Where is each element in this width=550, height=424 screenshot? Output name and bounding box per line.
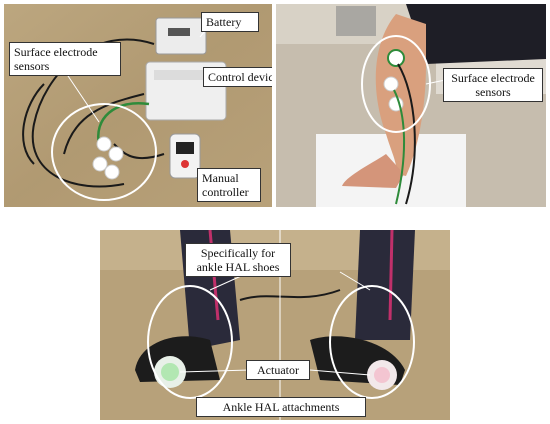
label-surface-electrode-sensors: Surface electrode sensors — [9, 42, 121, 76]
photo-components: Battery Surface electrode sensors Contro… — [4, 4, 272, 207]
leg-scene — [276, 4, 546, 207]
photo-leg-electrodes: Surface electrode sensors — [276, 4, 546, 207]
label-ankle-hal-attachments: Ankle HAL attachments — [196, 397, 366, 417]
shorts — [406, 4, 546, 64]
label-manual-controller: Manual controller — [197, 168, 261, 202]
label-actuator: Actuator — [246, 360, 310, 380]
manual-controller — [169, 133, 201, 179]
label-surface-electrode-sensors-leg: Surface electrode sensors — [443, 68, 543, 102]
label-control-device: Control device — [203, 67, 272, 87]
label-specifically-for-ankle-hal-shoes: Specifically for ankle HAL shoes — [185, 243, 291, 277]
label-battery: Battery — [201, 12, 259, 32]
right-pants — [355, 230, 415, 340]
photo-ankle-hal: Specifically for ankle HAL shoes Actuato… — [100, 230, 450, 420]
foot — [342, 154, 404, 188]
